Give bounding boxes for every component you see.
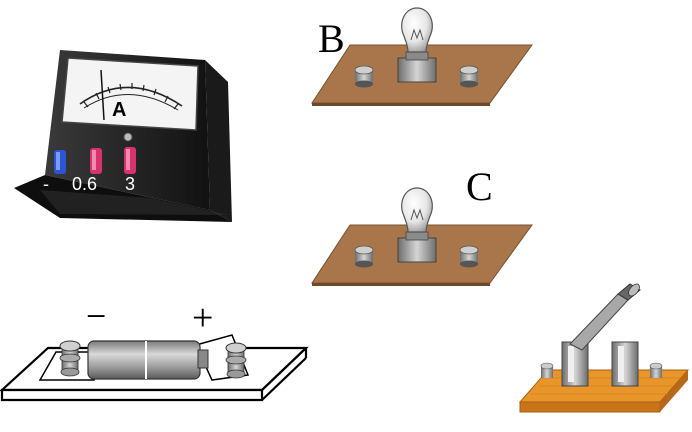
ammeter-unit-label: A [112,99,126,121]
bulb-c-filament [410,208,424,221]
battery-plus-label: + [192,297,213,339]
switch-screw-right [649,362,663,378]
bulb-c-socket [397,237,437,263]
ammeter-ticks [83,83,179,110]
battery-terminal-right [225,342,247,379]
bulb-c-screw-right [459,245,479,268]
terminal-3-label: 3 [125,174,135,194]
bulb-b-screw-right [459,65,479,88]
ammeter-side [205,60,232,222]
battery: − + [0,296,309,402]
bulb-c: C [311,164,533,286]
terminal-negative [54,150,66,174]
battery-positive-nub [197,349,209,369]
terminal-0-6 [90,148,102,174]
bulb-b: B [311,7,533,106]
switch-contact-post [611,341,639,387]
switch-hinge-post [561,341,589,387]
terminal-3 [124,147,136,174]
ammeter-scale-arc-inner [83,94,179,111]
switch [518,283,690,413]
battery-minus-label: − [86,296,106,336]
ammeter: A - 0.6 3 [14,50,232,222]
ammeter-scale-arc [79,86,183,107]
bulb-b-glass [401,7,433,53]
ammeter-needle [100,69,105,121]
bulb-c-screw-left [354,245,374,268]
terminal-negative-label: - [43,174,49,194]
switch-screw-left [540,362,554,378]
bulb-c-label: C [466,164,493,209]
bulb-b-screw-left [354,65,374,88]
battery-cell [87,340,201,380]
bulb-b-label: B [318,16,345,61]
ammeter-dial [61,57,199,131]
zero-adjust-screw [123,132,133,142]
battery-terminal-left [59,340,81,377]
terminal-0-6-label: 0.6 [72,174,97,194]
bulb-b-socket [397,57,437,83]
bulb-b-filament [410,28,424,41]
bulb-c-glass [401,187,433,233]
